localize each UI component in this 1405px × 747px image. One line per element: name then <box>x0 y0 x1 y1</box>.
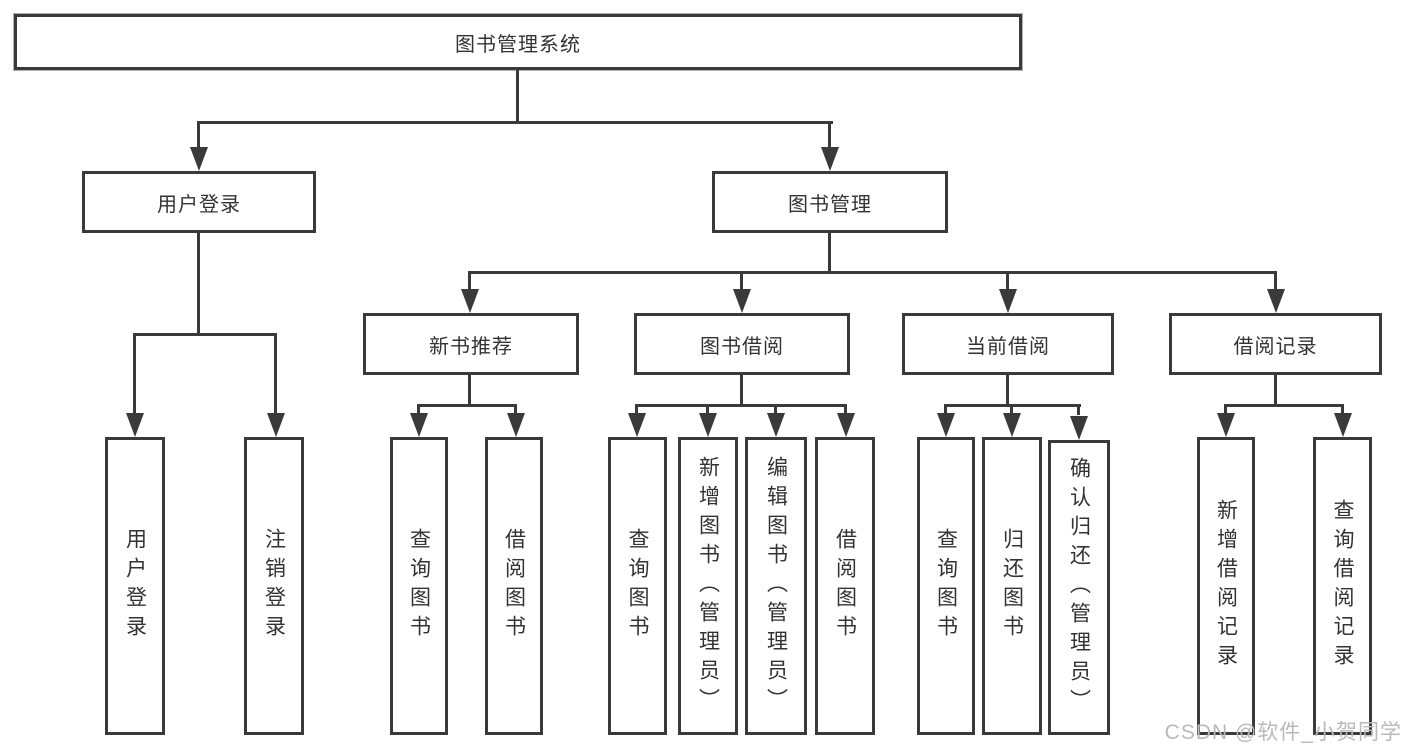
node-book-borrowing: 图书借阅 <box>634 313 850 375</box>
connector-drop <box>1077 404 1080 415</box>
leaf-query-books-current: 查询图书 <box>917 437 975 735</box>
connector-userlogin-stem <box>197 233 200 335</box>
leaf-query-borrow-record: 查询借阅记录 <box>1313 437 1372 735</box>
leaf-user-login: 用户登录 <box>105 437 165 735</box>
arrowhead-down-icon <box>1217 413 1235 437</box>
node-library-management-system: 图书管理系统 <box>14 14 1022 70</box>
leaf-edit-books-admin: 编辑图书（管理员） <box>745 437 807 735</box>
connector-records-stem <box>1274 375 1277 407</box>
connector-current-stem <box>1006 375 1009 407</box>
connector-drop <box>1224 404 1227 415</box>
arrowhead-down-icon <box>1334 413 1352 437</box>
connector-root-stem <box>516 70 519 122</box>
arrowhead-down-icon <box>126 413 144 437</box>
arrowhead-down-icon <box>821 147 839 171</box>
connector-drop <box>1010 404 1013 415</box>
node-user-login: 用户登录 <box>82 171 316 233</box>
connector-drop <box>844 404 847 415</box>
leaf-return-books: 归还图书 <box>982 437 1042 735</box>
connector-drop-current-borrowing <box>1006 271 1009 291</box>
connector-newbook-crossbar <box>417 404 517 407</box>
node-new-book-recommend: 新书推荐 <box>363 313 579 375</box>
leaf-add-books-admin: 新增图书（管理员） <box>678 437 738 735</box>
connector-drop-leaf-user-login <box>133 333 136 415</box>
connector-root-crossbar <box>197 121 833 124</box>
connector-userlogin-crossbar <box>133 333 277 336</box>
arrowhead-down-icon <box>1003 413 1021 437</box>
connector-records-crossbar <box>1224 404 1344 407</box>
connector-borrowing-stem <box>740 375 743 407</box>
leaf-confirm-return-admin: 确认归还（管理员） <box>1048 440 1110 735</box>
connector-drop-user-login <box>197 121 200 149</box>
connector-bookmgmt-crossbar <box>468 271 1277 274</box>
arrowhead-down-icon <box>699 413 717 437</box>
leaf-logout: 注销登录 <box>244 437 304 735</box>
connector-bookmgmt-stem <box>828 233 831 273</box>
node-borrowing-records: 借阅记录 <box>1169 313 1382 375</box>
arrowhead-down-icon <box>267 413 285 437</box>
arrowhead-down-icon <box>999 289 1017 313</box>
connector-drop <box>944 404 947 415</box>
arrowhead-down-icon <box>410 413 428 437</box>
arrowhead-down-icon <box>1070 416 1088 440</box>
connector-drop-borrowing-records <box>1274 271 1277 291</box>
node-book-management: 图书管理 <box>712 171 948 233</box>
connector-drop <box>635 404 638 415</box>
connector-drop <box>514 404 517 415</box>
connector-newbook-stem <box>468 375 471 407</box>
csdn-watermark: CSDN @软件_小贺同学 <box>1164 721 1402 744</box>
connector-drop-book-management <box>828 121 831 149</box>
connector-drop-new-book <box>468 271 471 291</box>
arrowhead-down-icon <box>733 289 751 313</box>
connector-drop <box>706 404 709 415</box>
connector-drop <box>1341 404 1344 415</box>
connector-drop <box>774 404 777 415</box>
leaf-query-books-recommend: 查询图书 <box>390 437 448 735</box>
arrowhead-down-icon <box>837 413 855 437</box>
leaf-borrow-books-recommend: 借阅图书 <box>485 437 543 735</box>
connector-drop <box>417 404 420 415</box>
arrowhead-down-icon <box>937 413 955 437</box>
leaf-add-borrow-record: 新增借阅记录 <box>1197 437 1255 735</box>
leaf-query-books-borrowing: 查询图书 <box>608 437 667 735</box>
node-current-borrowing: 当前借阅 <box>902 313 1114 375</box>
leaf-borrow-books: 借阅图书 <box>815 437 875 735</box>
arrowhead-down-icon <box>461 289 479 313</box>
arrowhead-down-icon <box>628 413 646 437</box>
arrowhead-down-icon <box>1267 289 1285 313</box>
connector-borrowing-crossbar <box>635 404 847 407</box>
connector-drop-leaf-logout <box>274 333 277 415</box>
arrowhead-down-icon <box>507 413 525 437</box>
arrowhead-down-icon <box>767 413 785 437</box>
arrowhead-down-icon <box>190 147 208 171</box>
connector-drop-book-borrowing <box>740 271 743 291</box>
